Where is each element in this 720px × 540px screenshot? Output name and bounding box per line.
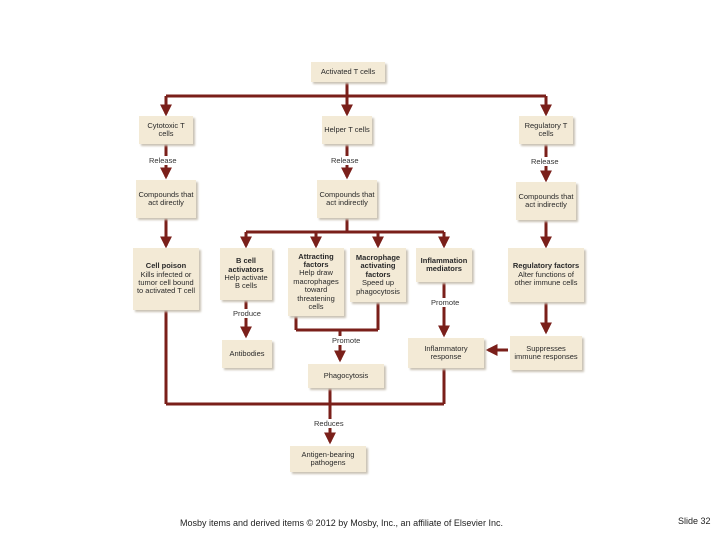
label-release-regulatory: Release [530,157,560,166]
box-cell-poison: Cell poison Kills infected or tumor cell… [133,248,199,310]
box-label: Inflammatory response [424,343,468,361]
box-title: Inflammation mediators [420,255,468,273]
box-antibodies: Antibodies [222,340,272,368]
box-activated-t-cells: Activated T cells [311,62,385,82]
copyright-footer: Mosby items and derived items © 2012 by … [180,518,503,528]
box-suppresses: Suppresses immune responses [510,336,582,370]
box-text: Speed up phagocytosis [356,278,400,296]
box-label: Activated T cells [320,66,376,76]
box-regulatory: Regulatory T cells [519,116,573,144]
label-release-cytotoxic: Release [148,156,178,165]
label-produce: Produce [232,309,262,318]
box-cytotoxic: Cytotoxic T cells [139,116,193,144]
box-title: Attracting factors [298,251,334,269]
box-attracting-factors: Attracting factors Help draw macrophages… [288,248,344,316]
box-label: Compounds that act indirectly [319,189,375,207]
box-text: Help draw macrophages toward threatening… [293,268,339,312]
label-promote-inflammation: Promote [430,298,461,307]
box-label: Regulatory T cells [524,120,568,138]
box-label: Helper T cells [324,124,370,134]
label-release-helper: Release [330,156,360,165]
box-label: Compounds that act directly [138,189,194,207]
box-compounds-direct: Compounds that act directly [136,180,196,218]
box-label: Compounds that act indirectly [518,191,574,209]
box-label: Antibodies [229,348,265,358]
box-title: B cell activators [228,256,264,274]
box-inflammatory-response: Inflammatory response [408,338,484,368]
box-compounds-inhibit: Compounds that act indirectly [516,182,576,220]
box-b-cell-activators: B cell activators Help activate B cells [220,248,272,300]
box-regulatory-factors: Regulatory factors Alter functions of ot… [508,248,584,302]
box-title: Macrophage activating factors [355,252,401,279]
label-promote-phagocytosis: Promote [331,336,362,345]
box-label: Antigen-bearing pathogens [301,449,355,467]
box-title: Cell poison [145,261,187,271]
box-title: Regulatory factors [512,261,580,271]
box-phagocytosis: Phagocytosis [308,364,384,388]
box-inflammation-mediators: Inflammation mediators [416,248,472,282]
slide-number: Slide 32 [678,516,711,526]
box-antigen-pathogens: Antigen-bearing pathogens [290,446,366,472]
box-text: Alter functions of other immune cells [514,269,578,288]
label-reduces: Reduces [313,419,345,428]
box-label: Cytotoxic T cells [147,120,185,138]
box-macrophage-activating: Macrophage activating factors Speed up p… [350,248,406,302]
box-label: Suppresses immune responses [514,343,578,361]
box-label: Phagocytosis [323,370,369,380]
box-compounds-indirect: Compounds that act indirectly [317,180,377,218]
box-helper: Helper T cells [322,116,372,144]
box-text: Help activate B cells [224,273,268,291]
box-text: Kills infected or tumor cell bound to ac… [136,269,196,296]
